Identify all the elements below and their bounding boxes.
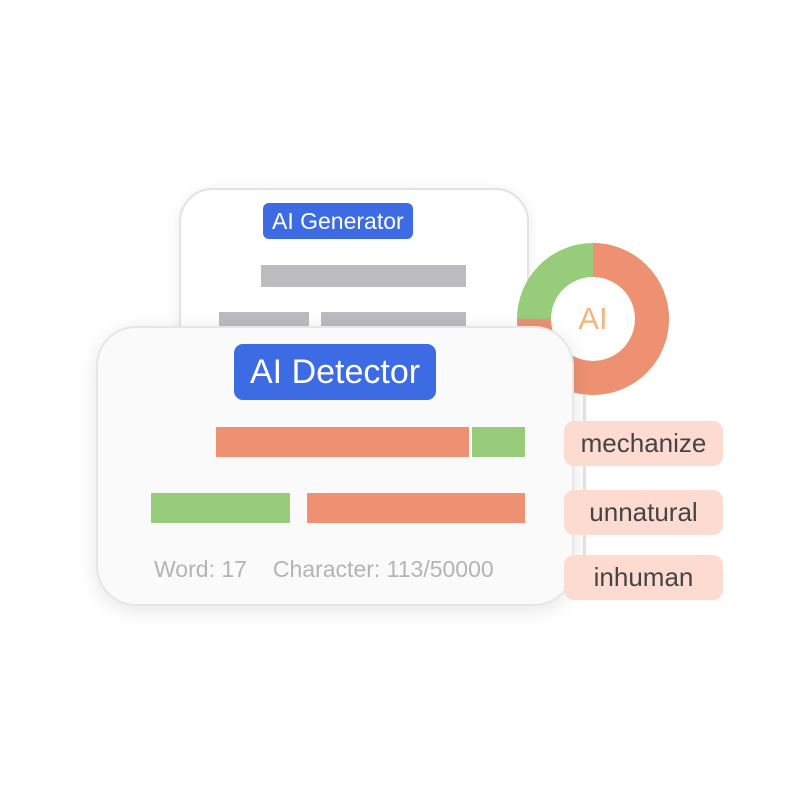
donut-ai-segment [517, 243, 669, 395]
tag-mechanize: mechanize [564, 421, 723, 466]
highlight-bar-human [151, 493, 290, 523]
text-stats: Word: 17 Character: 113/50000 [154, 556, 494, 583]
generator-text-line [261, 265, 466, 287]
highlight-bar-human [472, 427, 525, 457]
ai-generator-badge: AI Generator [263, 203, 413, 239]
word-count: Word: 17 [154, 556, 247, 582]
ai-detector-badge: AI Detector [234, 344, 437, 400]
generator-text-line [219, 312, 309, 328]
donut-label: AI [578, 301, 608, 336]
character-count: Character: 113/50000 [272, 556, 494, 582]
generator-text-line [321, 312, 466, 328]
highlight-bar-ai [307, 493, 525, 523]
tag-inhuman: inhuman [564, 555, 723, 600]
ai-score-donut [517, 243, 669, 395]
ai-detector-card: AI Detector Word: 17 Character: 113/50000 [96, 326, 574, 606]
tag-unnatural: unnatural [564, 490, 723, 535]
highlight-bar-ai [216, 427, 469, 457]
